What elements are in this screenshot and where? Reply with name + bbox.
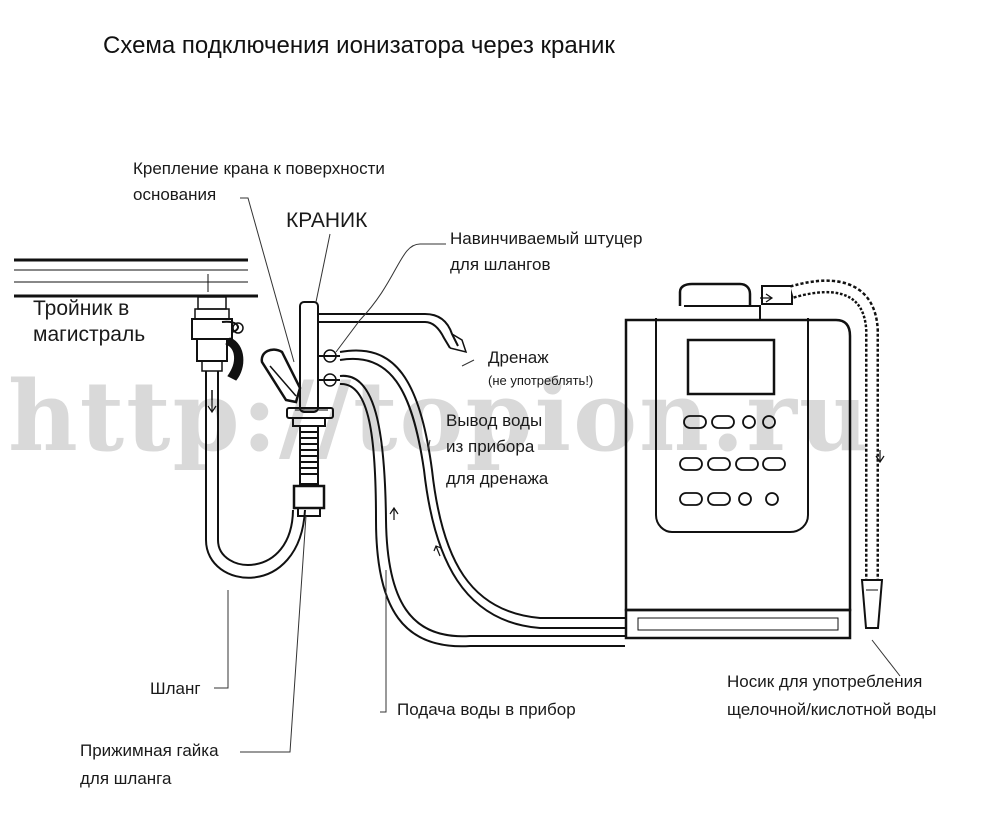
label-mount-line1: Крепление крана к поверхности xyxy=(133,159,385,178)
label-outlet-line2: из прибора xyxy=(446,437,535,456)
countertop xyxy=(14,258,258,298)
label-spout-line1: Носик для употребления xyxy=(727,672,923,691)
tee-fitting xyxy=(191,296,244,381)
ionizer-device xyxy=(624,282,852,640)
hose-to-faucet xyxy=(205,371,306,579)
label-tee-line2: магистраль xyxy=(33,323,146,346)
diagram-title: Схема подключения ионизатора через крани… xyxy=(103,32,615,59)
label-supply: Подача воды в прибор xyxy=(397,700,576,719)
label-drain-note: (не употреблять!) xyxy=(488,373,594,388)
label-fitting-line2: для шлангов xyxy=(450,255,551,274)
pointer-lines xyxy=(214,197,901,753)
label-outlet-line3: для дренажа xyxy=(446,469,549,488)
hoses-to-device xyxy=(339,349,625,648)
label-faucet: КРАНИК xyxy=(286,209,368,232)
label-nut-line1: Прижимная гайка xyxy=(80,741,219,760)
label-hose: Шланг xyxy=(150,679,201,698)
label-outlet-line1: Вывод воды xyxy=(446,411,543,430)
label-spout-line2: щелочной/кислотной воды xyxy=(727,700,937,719)
label-tee-line1: Тройник в xyxy=(33,297,130,320)
flow-arrows xyxy=(207,293,885,557)
label-mount-line2: основания xyxy=(133,185,217,204)
label-nut-line2: для шланга xyxy=(80,769,172,788)
label-drain: Дренаж xyxy=(488,348,549,367)
faucet xyxy=(260,301,468,517)
label-fitting-line1: Навинчиваемый штуцер xyxy=(450,229,643,248)
coiled-spout-hose xyxy=(790,279,884,629)
device-buttons xyxy=(679,415,786,506)
